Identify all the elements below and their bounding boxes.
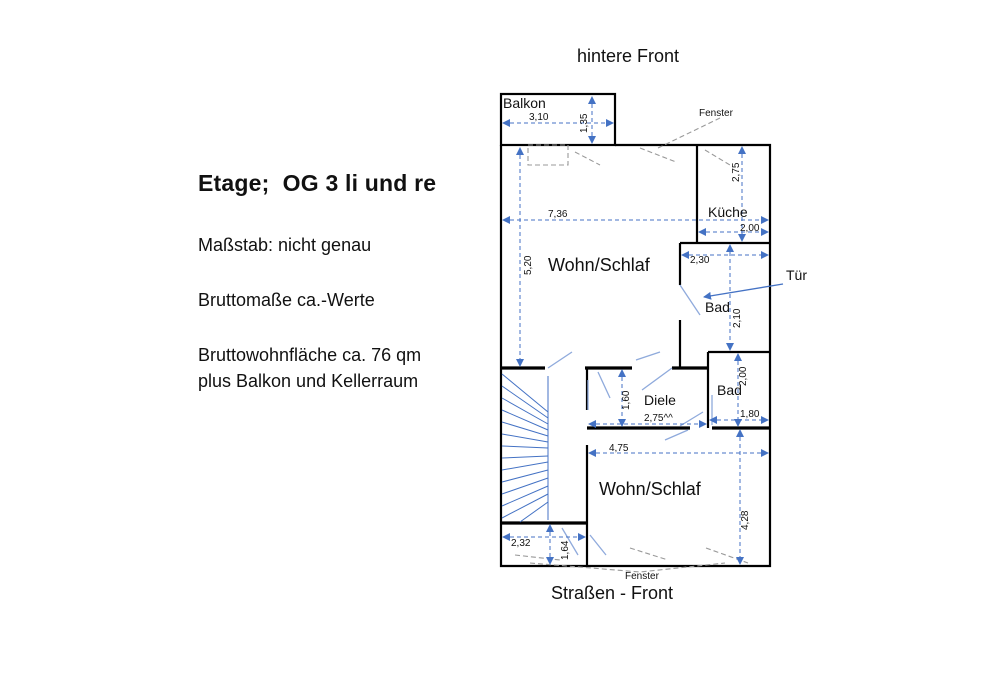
- floor-title: Etage; OG 3 li und re: [198, 170, 437, 196]
- plan-info: Etage; OG 3 li und re Maßstab: nicht gen…: [198, 170, 488, 391]
- outer-wall: [499, 143, 772, 568]
- walls: [499, 92, 772, 568]
- dim-bath-upper-depth: 2,10: [732, 308, 743, 328]
- area-line-1: Bruttowohnfläche ca. 76 qm: [198, 345, 422, 365]
- scale-note: Maßstab: nicht genau: [198, 235, 372, 255]
- room-balcony: Balkon: [503, 95, 546, 111]
- door-callout-arrow: [703, 283, 784, 300]
- dim-stair-width: 2,32: [511, 538, 531, 549]
- dim-balcony-width: 3,10: [529, 112, 549, 123]
- room-bath-upper: Bad: [705, 299, 730, 315]
- dim-living-top-depth: 5,20: [523, 255, 534, 275]
- area-line-2: plus Balkon und Kellerraum: [198, 371, 419, 391]
- room-kitchen: Küche: [708, 204, 748, 220]
- dim-living-bottom-width: 4,75: [609, 443, 629, 454]
- dimension-lines: [502, 96, 769, 565]
- dim-stair-depth: 1,64: [560, 540, 571, 560]
- staircase: [501, 373, 549, 523]
- dim-bath-lower-width: 1,80: [740, 409, 760, 420]
- dim-bath-lower-depth: 2,00: [738, 366, 749, 386]
- window-label-top: Fenster: [699, 108, 734, 119]
- dim-balcony-depth: 1,35: [579, 113, 590, 133]
- room-bath-lower: Bad: [717, 382, 742, 398]
- balcony-wall: [499, 92, 617, 147]
- dim-bath-upper-width: 2,30: [690, 255, 710, 266]
- dim-kitchen-width: 2,00: [740, 223, 760, 234]
- dim-hall-width: 2,75^^: [644, 413, 673, 424]
- gross-dimensions-note: Bruttomaße ca.-Werte: [198, 290, 375, 310]
- rear-front-label: hintere Front: [577, 46, 679, 66]
- dim-total-width: 7,36: [548, 209, 568, 220]
- room-hall: Diele: [644, 392, 676, 408]
- area-note: Bruttowohnfläche ca. 76 qm plus Balkon u…: [198, 342, 421, 394]
- door-swings: [547, 284, 713, 556]
- room-living-top: Wohn/Schlaf: [548, 255, 651, 275]
- street-front-label: Straßen - Front: [551, 583, 673, 603]
- window-callout-top-line: [657, 117, 721, 149]
- door-label: Tür: [786, 267, 807, 283]
- dim-living-bottom-depth: 4,28: [740, 510, 751, 530]
- windows: [514, 117, 749, 573]
- dim-kitchen-depth: 2,75: [731, 162, 742, 182]
- bath-lower-wall: [706, 350, 770, 428]
- window-label-bottom: Fenster: [625, 571, 660, 582]
- window-callout-bottom-line: [529, 562, 726, 573]
- dim-hall-depth: 1,60: [621, 390, 632, 410]
- window-top-left: [527, 144, 569, 166]
- room-living-bottom: Wohn/Schlaf: [599, 479, 702, 499]
